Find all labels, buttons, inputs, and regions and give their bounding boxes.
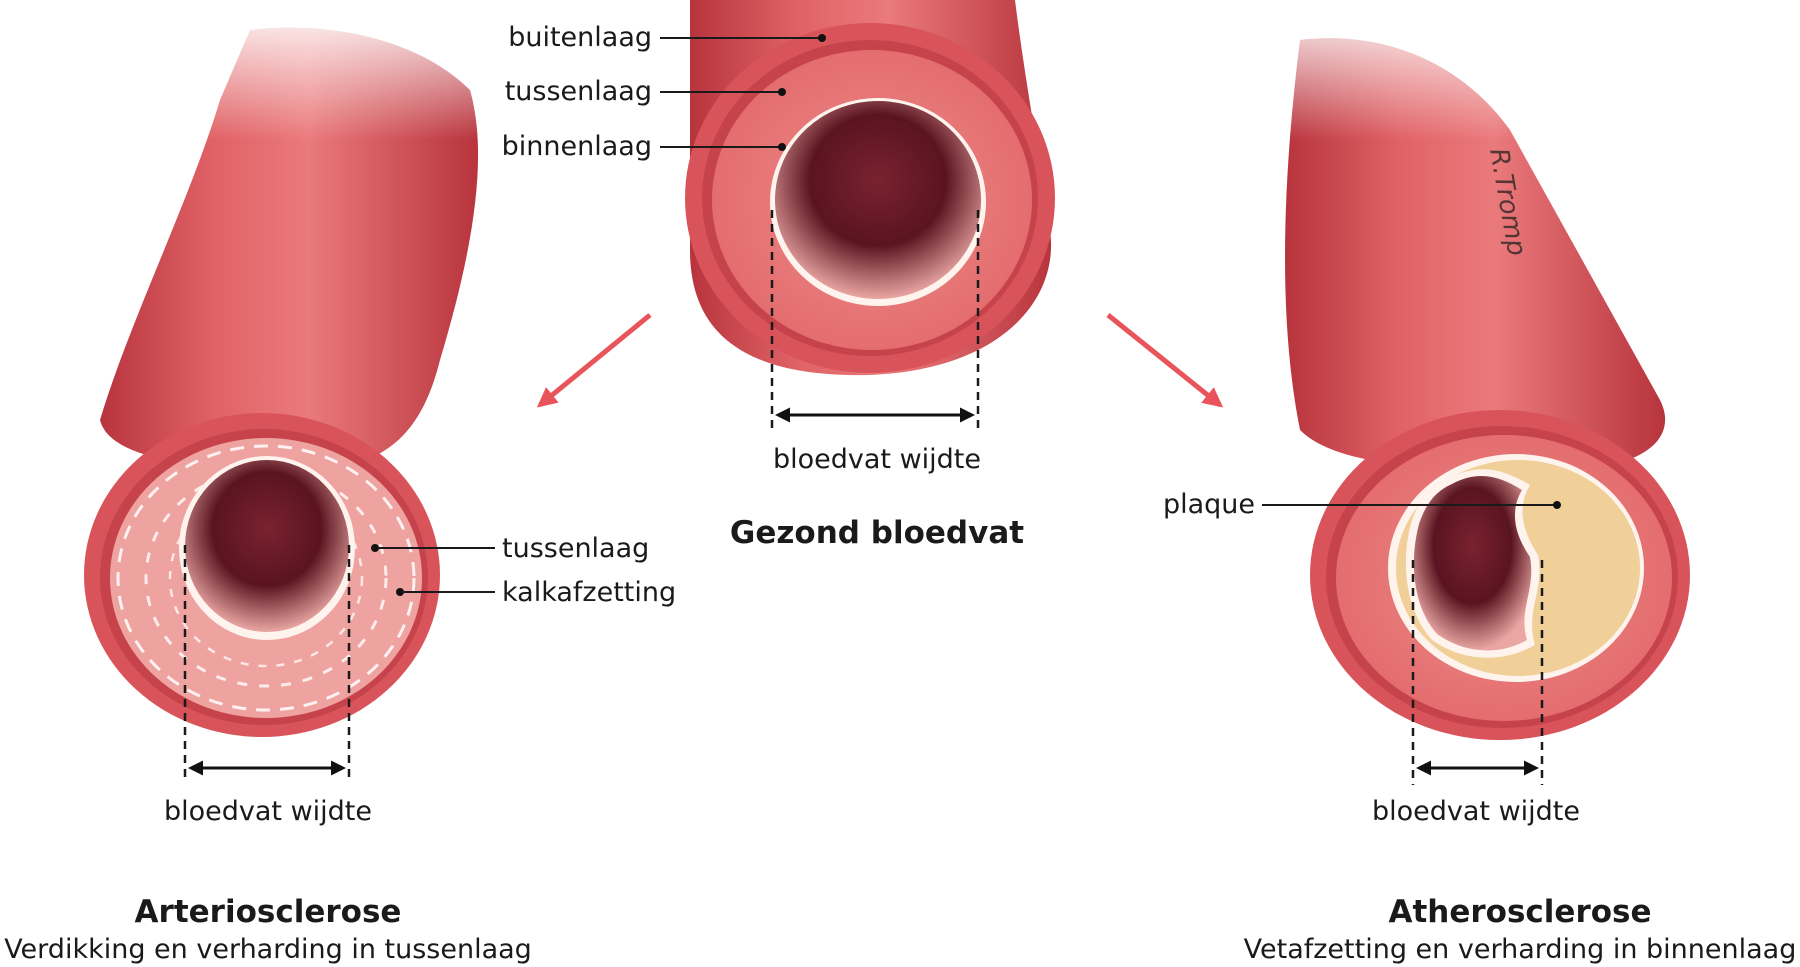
atherosclerosis-title: Atherosclerose <box>1388 894 1651 930</box>
athero-lumen-inner <box>1414 476 1531 650</box>
label-calcification: kalkafzetting <box>502 577 676 608</box>
leader-dot-outer <box>818 34 826 42</box>
arterio-lumen <box>185 460 349 632</box>
athero-width-label: bloedvat wijdte <box>1372 796 1580 827</box>
healthy-vessel <box>685 0 1055 375</box>
atherosclerosis-vessel: R.Tromp <box>1260 0 1690 740</box>
label-inner-layer: binnenlaag <box>502 131 652 162</box>
label-plaque: plaque <box>1163 489 1255 520</box>
arterio-width-label: bloedvat wijdte <box>164 796 372 827</box>
healthy-lumen <box>775 101 981 299</box>
arrow-to-arteriosclerosis <box>540 315 650 405</box>
label-outer-layer: buitenlaag <box>508 22 652 53</box>
arrow-to-atherosclerosis <box>1108 315 1220 405</box>
atherosclerosis-subtitle: Vetafzetting en verharding in binnenlaag <box>1244 934 1797 965</box>
leader-dot-plaque <box>1553 501 1561 509</box>
arterio-tube-fade <box>180 0 500 140</box>
healthy-title: Gezond bloedvat <box>730 515 1024 551</box>
label-middle-layer: tussenlaag <box>505 76 652 107</box>
arteriosclerosis-title: Arteriosclerose <box>135 894 402 930</box>
arteriosclerosis-subtitle: Verdikking en verharding in tussenlaag <box>4 934 532 965</box>
healthy-width-label: bloedvat wijdte <box>773 444 981 475</box>
leader-dot-inner <box>778 143 786 151</box>
label-arterio-middle-layer: tussenlaag <box>502 533 649 564</box>
leader-dot-middle <box>778 88 786 96</box>
athero-tube-fade <box>1260 0 1620 140</box>
arteriosclerosis-vessel <box>84 0 500 737</box>
